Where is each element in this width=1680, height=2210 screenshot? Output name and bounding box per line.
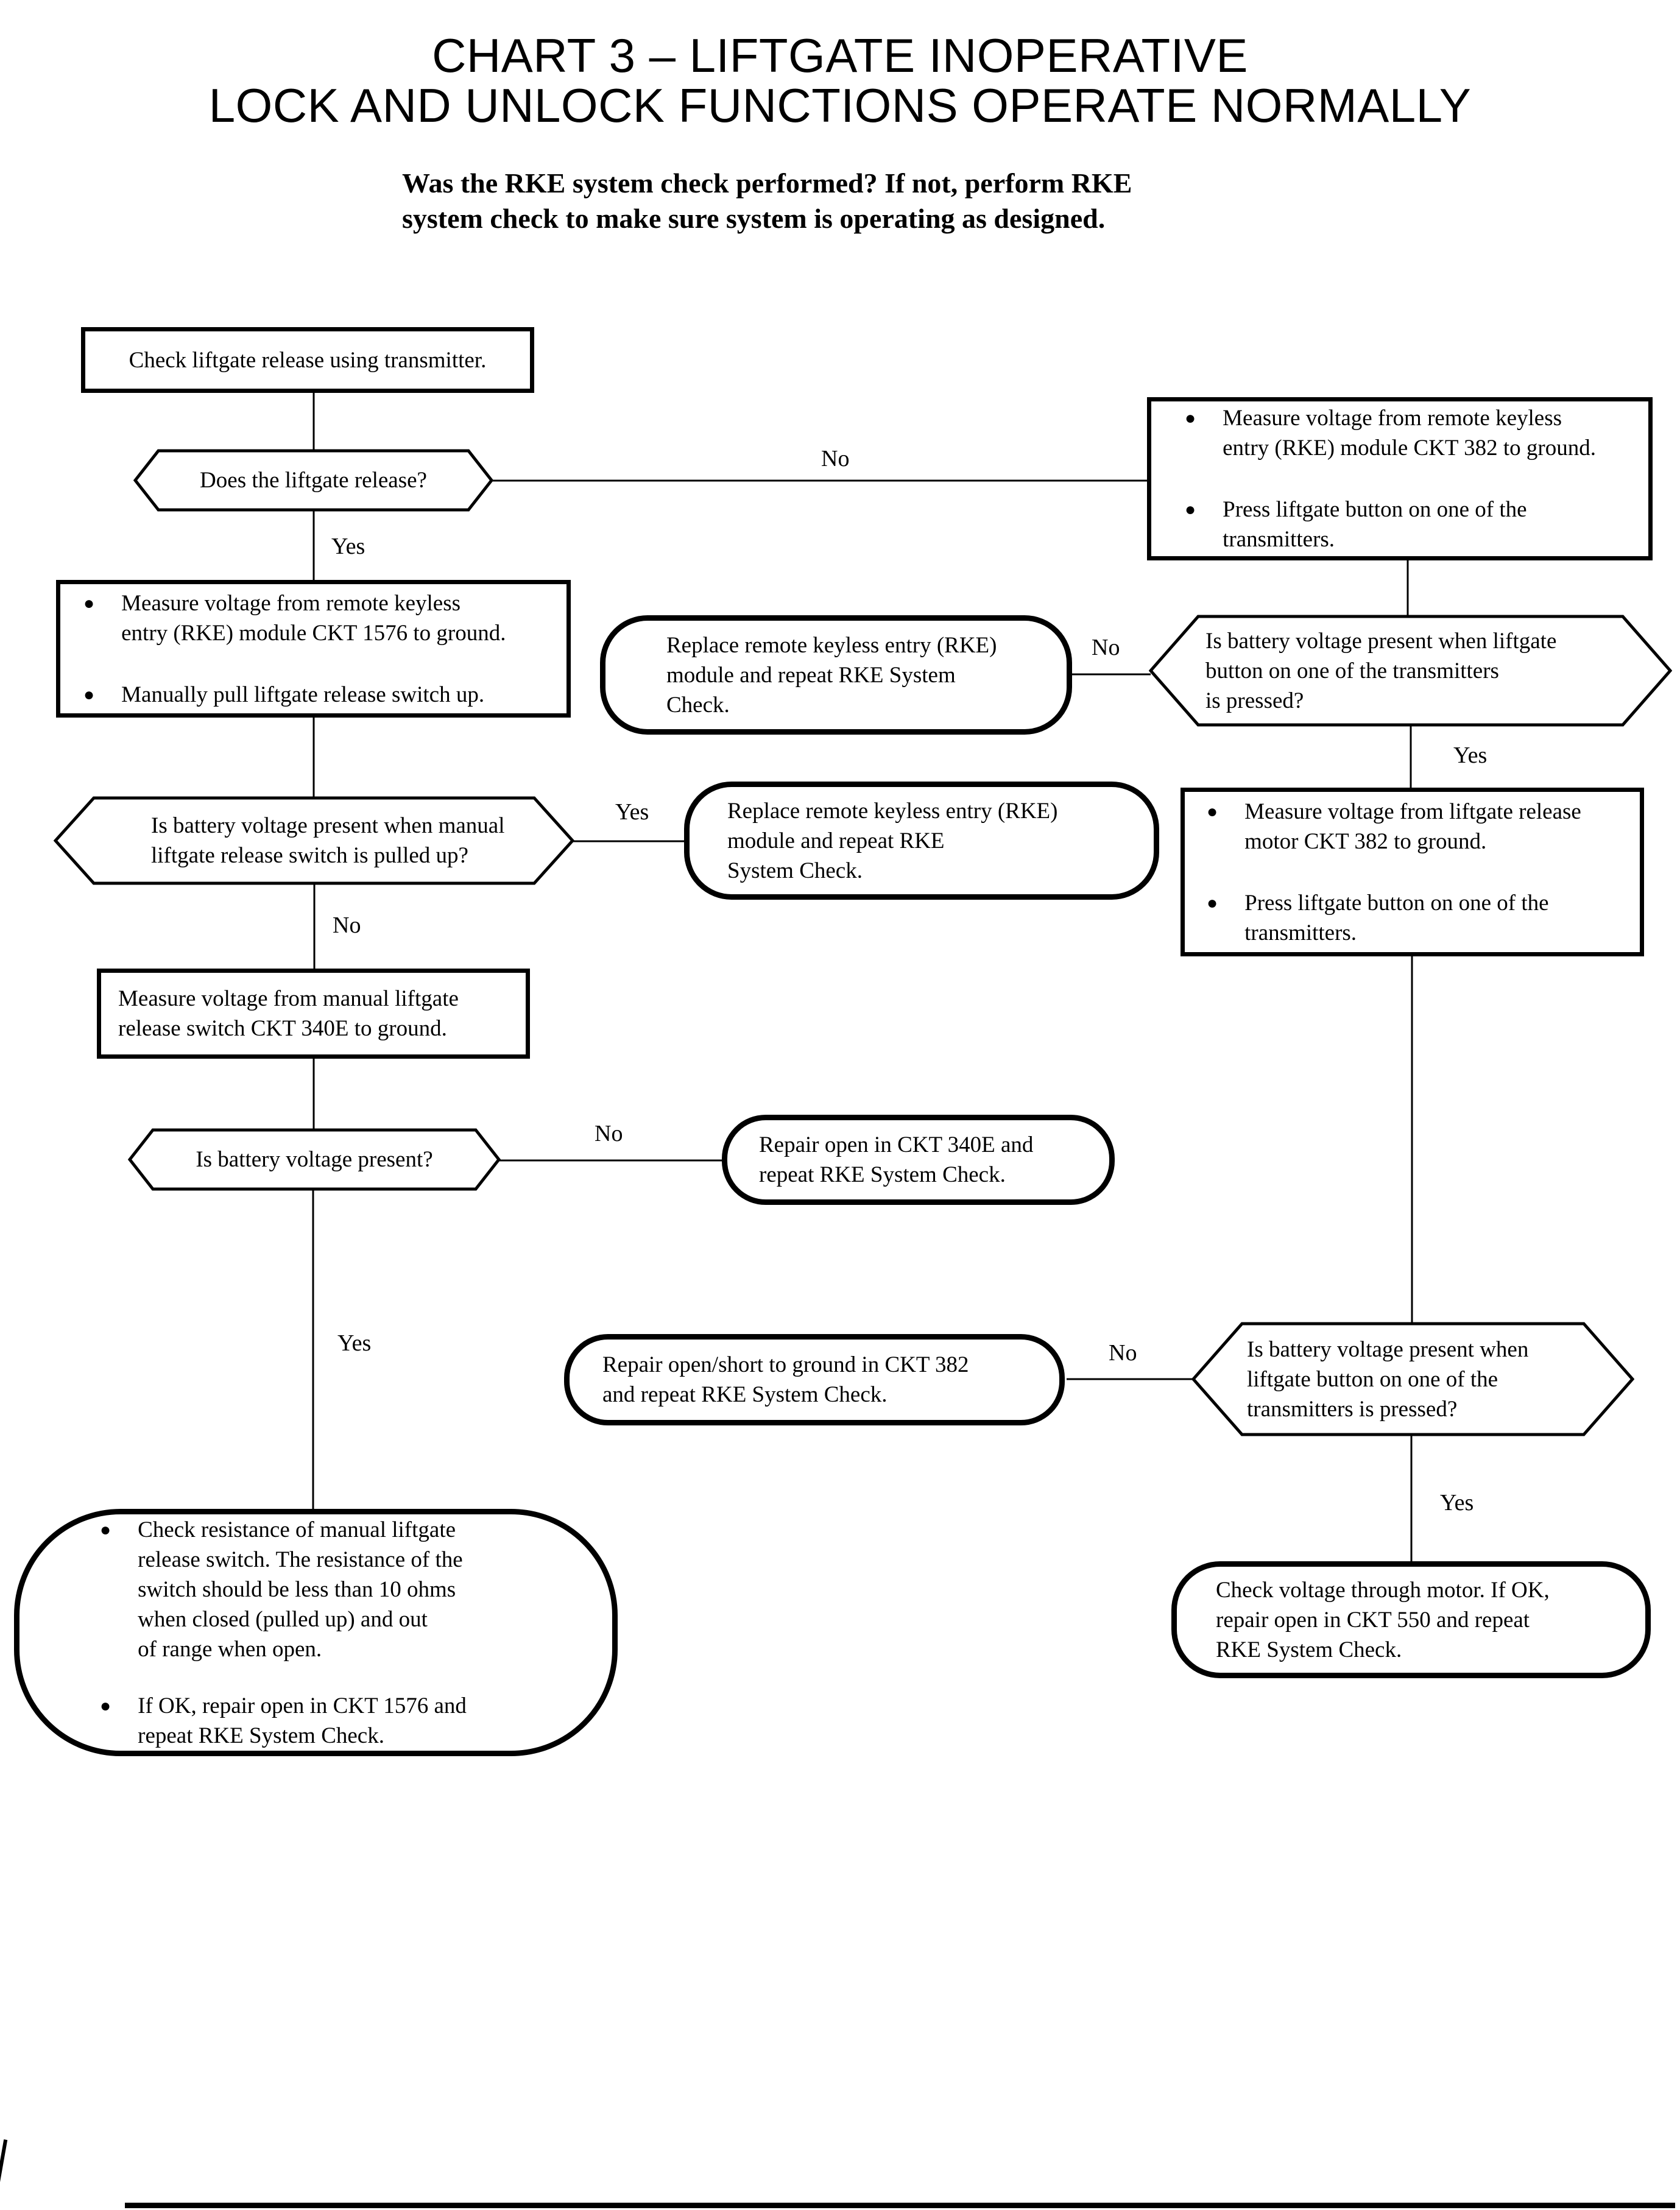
decision-text: Is battery voltage present when manual l… [151, 813, 505, 868]
step-text: Check liftgate release using transmitter… [129, 347, 487, 373]
hexagon-shape [54, 796, 574, 885]
decision-liftgate-release: Does the liftgate release? [133, 449, 493, 512]
bullet-marker: ● [100, 1695, 111, 1716]
bullet-item: ● Check resistance of manual liftgate re… [100, 1515, 463, 1664]
bullet-item: ● Press liftgate button on one of the tr… [1185, 495, 1527, 554]
bullet-text: Check resistance of manual liftgate rele… [138, 1517, 463, 1662]
action-text: Repair open in CKT 340E and repeat RKE S… [759, 1132, 1034, 1187]
edge-label-yes: Yes [1453, 743, 1488, 768]
bullet-text: Press liftgate button on one of the tran… [1223, 497, 1527, 552]
bullet-item: ● Press liftgate button on one of the tr… [1207, 888, 1549, 948]
edge-label-yes: Yes [1440, 1490, 1474, 1516]
bullet-marker: ● [83, 684, 95, 705]
decision-text: Is battery voltage present when liftgate… [1205, 628, 1557, 713]
decision-battery-transmitter-1: Is battery voltage present when liftgate… [1149, 615, 1672, 727]
action-replace-rke-module-2: Replace remote keyless entry (RKE) modul… [684, 782, 1159, 900]
bullet-text: If OK, repair open in CKT 1576 and repea… [138, 1693, 467, 1748]
scan-artifact-bottom-rule [125, 2203, 1675, 2208]
step-text: Measure voltage from manual liftgate rel… [118, 986, 459, 1041]
step-measure-rke-ckt1576: ● Measure voltage from remote keyless en… [56, 580, 571, 718]
decision-text: Is battery voltage present when liftgate… [1247, 1336, 1529, 1422]
bullet-text: Measure voltage from remote keyless entr… [121, 590, 506, 646]
edge-label-no: No [1109, 1340, 1137, 1366]
intro-note: Was the RKE system check performed? If n… [402, 168, 1132, 234]
decision-battery-manual-switch: Is battery voltage present when manual l… [54, 796, 574, 885]
hexagon-shape [133, 449, 493, 512]
bullet-item: ● Measure voltage from remote keyless en… [1185, 403, 1596, 463]
bullet-marker: ● [1207, 801, 1218, 822]
edge-label-no: No [595, 1121, 623, 1146]
bullet-marker: ● [83, 593, 95, 613]
bullet-item: ● If OK, repair open in CKT 1576 and rep… [100, 1691, 467, 1751]
decision-text: Is battery voltage present? [196, 1147, 433, 1172]
bullet-text: Manually pull liftgate release switch up… [121, 682, 485, 707]
action-check-motor-ckt550: Check voltage through motor. If OK, repa… [1171, 1561, 1651, 1678]
action-check-switch-resistance: ● Check resistance of manual liftgate re… [14, 1509, 618, 1756]
chart-title: CHART 3 – LIFTGATE INOPERATIVE LOCK AND … [0, 30, 1680, 130]
step-measure-rke-ckt382: ● Measure voltage from remote keyless en… [1147, 397, 1653, 560]
bullet-item: ● Measure voltage from liftgate release … [1207, 797, 1581, 856]
bullet-marker: ● [1185, 500, 1196, 520]
edge-label-no: No [1092, 635, 1120, 660]
bullet-text: Measure voltage from remote keyless entr… [1223, 406, 1596, 461]
hexagon-shape [1149, 615, 1672, 727]
bullet-marker: ● [1185, 408, 1196, 428]
action-repair-ckt340e: Repair open in CKT 340E and repeat RKE S… [722, 1115, 1115, 1205]
hexagon-shape [1191, 1322, 1634, 1436]
action-text: Replace remote keyless entry (RKE) modul… [727, 798, 1058, 883]
step-check-liftgate-release: Check liftgate release using transmitter… [81, 327, 534, 393]
action-text: Replace remote keyless entry (RKE) modul… [666, 632, 997, 718]
decision-battery-present: Is battery voltage present? [128, 1128, 501, 1191]
edge-label-yes: Yes [615, 799, 649, 825]
edge-label-yes: Yes [337, 1330, 372, 1356]
step-measure-motor-ckt382: ● Measure voltage from liftgate release … [1181, 788, 1644, 956]
action-text: Repair open/short to ground in CKT 382 a… [602, 1352, 969, 1407]
decision-text: Does the liftgate release? [200, 468, 427, 493]
decision-battery-transmitter-2: Is battery voltage present when liftgate… [1191, 1322, 1634, 1436]
bullet-marker: ● [100, 1519, 111, 1540]
bullet-text: Press liftgate button on one of the tran… [1244, 890, 1549, 945]
bullet-text: Measure voltage from liftgate release mo… [1244, 799, 1581, 854]
step-measure-ckt340e: Measure voltage from manual liftgate rel… [97, 969, 530, 1059]
chart-title-line-2: LOCK AND UNLOCK FUNCTIONS OPERATE NORMAL… [208, 79, 1472, 132]
chart-title-line-1: CHART 3 – LIFTGATE INOPERATIVE [432, 29, 1248, 82]
action-replace-rke-module-1: Replace remote keyless entry (RKE) modul… [600, 615, 1072, 735]
edge-label-yes: Yes [331, 534, 365, 559]
edge-label-no: No [333, 913, 361, 938]
hexagon-shape [128, 1128, 501, 1191]
bullet-marker: ● [1207, 892, 1218, 913]
edge-label-no: No [821, 446, 850, 471]
bullet-item: ● Manually pull liftgate release switch … [83, 680, 484, 710]
action-text: Check voltage through motor. If OK, repa… [1216, 1577, 1550, 1662]
bullet-item: ● Measure voltage from remote keyless en… [83, 588, 506, 648]
action-repair-ckt382: Repair open/short to ground in CKT 382 a… [564, 1334, 1065, 1425]
